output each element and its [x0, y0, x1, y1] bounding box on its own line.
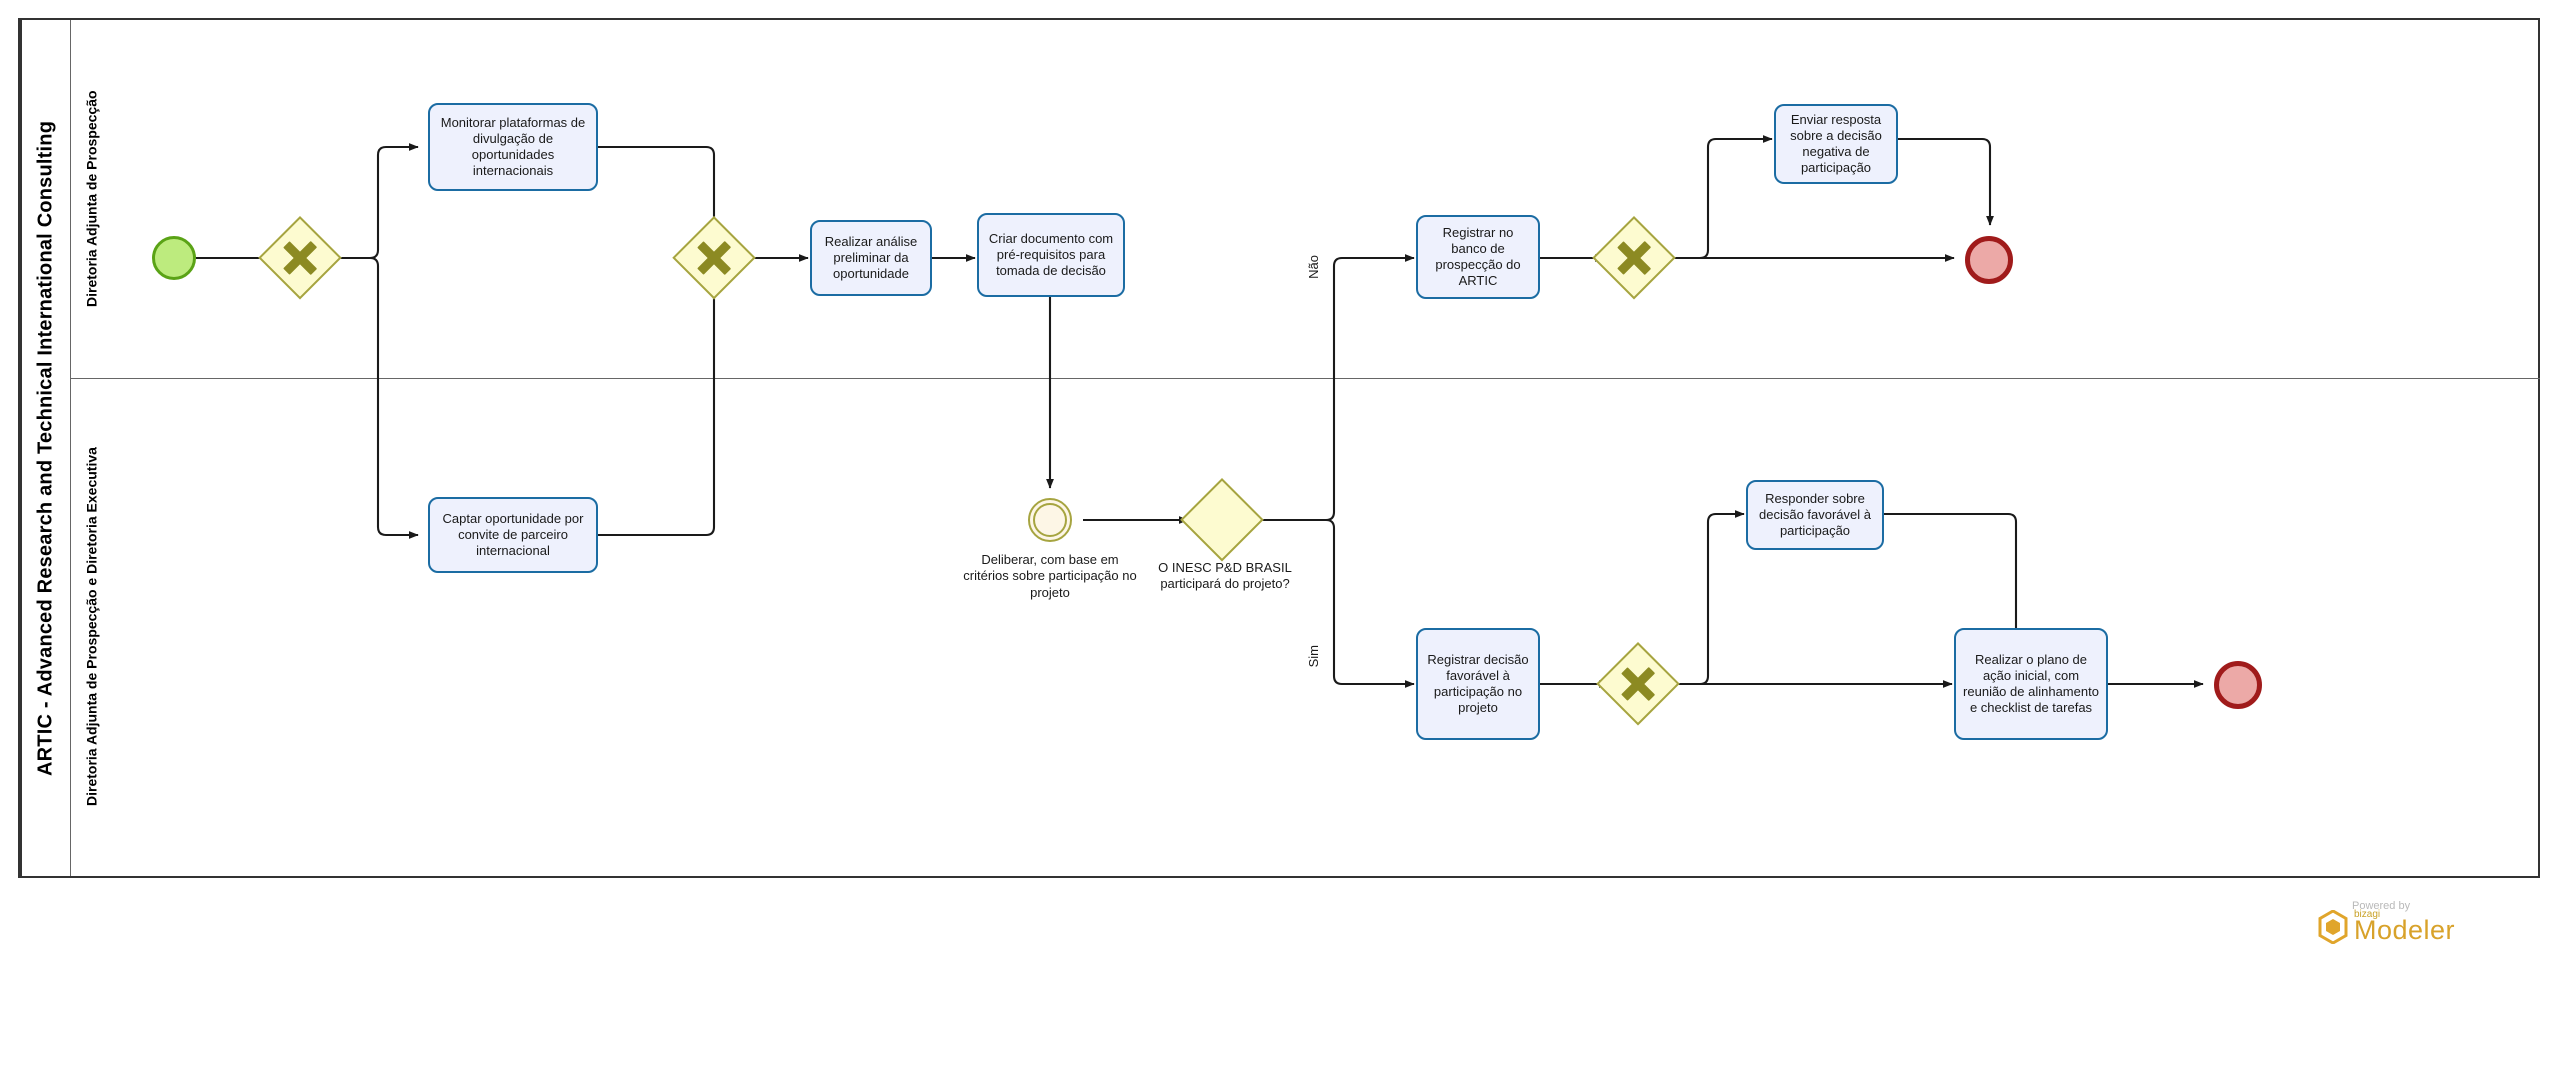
task-registrar-banco-prospeccao[interactable]: Registrar no banco de prospecção do ARTI… — [1416, 215, 1540, 299]
gateway-decisao-participacao[interactable] — [1180, 478, 1264, 562]
intermediate-event-inner-ring — [1033, 503, 1067, 537]
gateway-join-inicio[interactable] — [672, 216, 756, 300]
gateway-diamond — [1180, 478, 1264, 562]
task-realizar-analise[interactable]: Realizar análise preliminar da oportunid… — [810, 220, 932, 296]
task-label: Monitorar plataformas de divulgação de o… — [440, 115, 586, 178]
task-label: Criar documento com pré-requisitos para … — [988, 231, 1114, 278]
modeler-brand-label: Modeler — [2354, 915, 2456, 945]
task-enviar-resposta-negativa[interactable]: Enviar resposta sobre a decisão negativa… — [1774, 104, 1898, 184]
intermediate-event-label: Deliberar, com base em critérios sobre p… — [963, 552, 1137, 600]
flow-label-nao: Não — [1306, 255, 1321, 279]
task-responder-decisao-favoravel[interactable]: Responder sobre decisão favorável à part… — [1746, 480, 1884, 550]
task-monitorar-plataformas[interactable]: Monitorar plataformas de divulgação de o… — [428, 103, 598, 191]
lane-label-executiva: Diretoria Adjunta de Prospecção e Direto… — [70, 378, 112, 876]
task-criar-documento[interactable]: Criar documento com pré-requisitos para … — [977, 213, 1125, 297]
task-label: Registrar decisão favorável à participaç… — [1427, 652, 1529, 715]
lane-label-prospeccao: Diretoria Adjunta de Prospecção — [70, 20, 112, 378]
task-captar-oportunidade[interactable]: Captar oportunidade por convite de parce… — [428, 497, 598, 573]
lane-divider — [70, 378, 2540, 379]
gateway-join-nao[interactable] — [1592, 216, 1676, 300]
bizagi-watermark: Powered by bizagi Modeler — [2318, 900, 2456, 945]
task-label: Enviar resposta sobre a decisão negativa… — [1790, 112, 1882, 175]
pool-label: ARTIC - Advanced Research and Technical … — [20, 20, 70, 876]
gateway-split-sim[interactable] — [1596, 642, 1680, 726]
pool-artic — [18, 18, 2540, 878]
task-label: Registrar no banco de prospecção do ARTI… — [1435, 225, 1521, 288]
gateway-split-inicio[interactable] — [258, 216, 342, 300]
intermediate-event[interactable] — [1028, 498, 1072, 542]
powered-by-label: Powered by — [2352, 900, 2411, 912]
gateway-decisao-label: O INESC P&D BRASIL participará do projet… — [1158, 560, 1292, 592]
task-realizar-plano-acao[interactable]: Realizar o plano de ação inicial, com re… — [1954, 628, 2108, 740]
bizagi-brand-label: bizagi — [2354, 909, 2381, 920]
task-label: Captar oportunidade por convite de parce… — [442, 511, 584, 558]
flow-label-sim: Sim — [1306, 645, 1321, 668]
end-event-bottom[interactable] — [2214, 661, 2262, 709]
bizagi-logo-icon — [2318, 909, 2348, 945]
end-event-top[interactable] — [1965, 236, 2013, 284]
start-event[interactable] — [152, 236, 196, 280]
task-label: Realizar o plano de ação inicial, com re… — [1963, 652, 2099, 715]
task-label: Realizar análise preliminar da oportunid… — [824, 234, 918, 281]
task-label: Responder sobre decisão favorável à part… — [1758, 491, 1871, 538]
task-registrar-decisao-favoravel[interactable]: Registrar decisão favorável à participaç… — [1416, 628, 1540, 740]
